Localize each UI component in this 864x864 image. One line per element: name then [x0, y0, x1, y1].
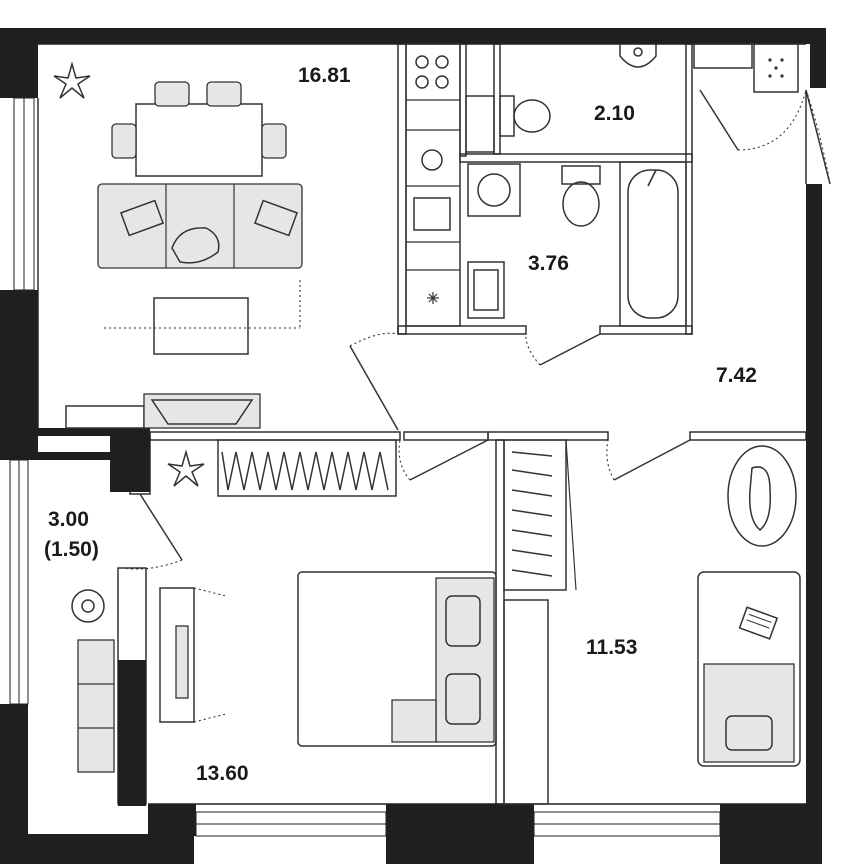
wall-bath-bottom-right — [599, 325, 693, 335]
double-bed — [297, 571, 497, 747]
tap-icon — [421, 149, 443, 171]
chair — [261, 123, 287, 159]
hob-icon — [415, 55, 449, 89]
stove-unit — [753, 43, 799, 93]
bedroom-tv-unit — [159, 587, 195, 723]
doors — [123, 89, 831, 570]
wall-bath-right — [685, 43, 693, 335]
area-label-living-kitchen: 16.81 — [298, 64, 351, 87]
chair — [206, 81, 242, 107]
fan-icon — [53, 61, 91, 99]
bathroom-furniture — [465, 43, 799, 327]
bedroom-furniture — [159, 439, 577, 805]
wall-hall-left — [149, 431, 401, 441]
bath-sink — [467, 261, 505, 319]
toilet-tank — [499, 95, 515, 137]
chair — [111, 123, 137, 159]
kitchen-sink — [413, 197, 451, 231]
sofa — [97, 183, 303, 269]
cat-icon — [171, 227, 220, 264]
wall-wc-inner — [493, 43, 501, 155]
wall-bedroom-kids — [495, 439, 505, 805]
area-label-kids-room: 11.53 — [586, 636, 638, 659]
wall-bottom-left — [28, 834, 194, 864]
wall-bottom-right — [720, 804, 822, 864]
wall-bath-bottom-left — [397, 325, 527, 335]
area-label-balcony-reduced: (1.50) — [44, 538, 99, 561]
bathtub — [619, 161, 687, 327]
wall-hall-right — [689, 431, 807, 441]
toilet-tank — [561, 165, 601, 185]
toilet — [562, 181, 600, 227]
wall-kitchen-right — [397, 43, 407, 335]
bed-headboard-area — [435, 577, 495, 743]
wall-hall-mid — [487, 431, 609, 441]
fan-icon — [167, 449, 205, 487]
rug-outline — [104, 280, 301, 329]
wall-balcony-top — [0, 452, 112, 460]
wall-wc-bottom — [459, 153, 693, 163]
wall-living-bottom — [38, 428, 150, 436]
bedroom-tv — [175, 625, 189, 699]
area-label-wc: 2.10 — [594, 102, 635, 125]
snowflake-icon — [427, 292, 439, 304]
laptop-icon — [738, 606, 779, 640]
tv-stand — [65, 405, 145, 429]
wall-right — [806, 184, 822, 864]
wall-bottom-mid — [386, 804, 534, 864]
kids-shelf — [503, 599, 549, 805]
area-label-bathroom: 3.76 — [528, 252, 569, 275]
pillow — [725, 715, 773, 751]
wall-right-top — [810, 28, 826, 88]
wall-wc-left — [459, 43, 467, 157]
pillow — [445, 595, 481, 647]
washing-machine — [467, 163, 521, 217]
chair — [154, 81, 190, 107]
wall-left-mid — [0, 290, 38, 460]
kids-bed — [697, 571, 801, 767]
wall-left-bottom — [0, 704, 28, 864]
dining-table — [135, 103, 263, 177]
balcony-couch — [77, 639, 115, 773]
balcony-furniture — [71, 589, 115, 773]
toilet — [513, 99, 551, 133]
area-label-hall: 7.42 — [716, 364, 757, 387]
shelf — [693, 43, 753, 69]
washbasin — [619, 44, 657, 68]
dog-rug-icon — [727, 445, 797, 547]
kids-room-furniture — [697, 445, 801, 767]
area-label-bedroom: 13.60 — [196, 762, 249, 785]
kids-wardrobe — [503, 439, 567, 591]
robot-vacuum — [71, 589, 105, 623]
tv-unit — [143, 393, 261, 429]
wc-cabinet — [465, 95, 495, 153]
wall-balcony-lower — [118, 660, 146, 806]
hall-furniture — [403, 431, 489, 441]
area-label-balcony: 3.00 — [48, 508, 89, 531]
coffee-table — [153, 297, 249, 355]
wall-bottom-step — [148, 804, 196, 836]
pillow — [445, 673, 481, 725]
wardrobe — [217, 439, 397, 497]
kitchen-counter — [405, 43, 461, 327]
kids-blanket — [703, 663, 795, 763]
wall-top — [28, 28, 822, 44]
blanket — [391, 699, 437, 743]
wall-left-top — [0, 28, 38, 98]
living-kitchen-furniture — [53, 43, 461, 429]
